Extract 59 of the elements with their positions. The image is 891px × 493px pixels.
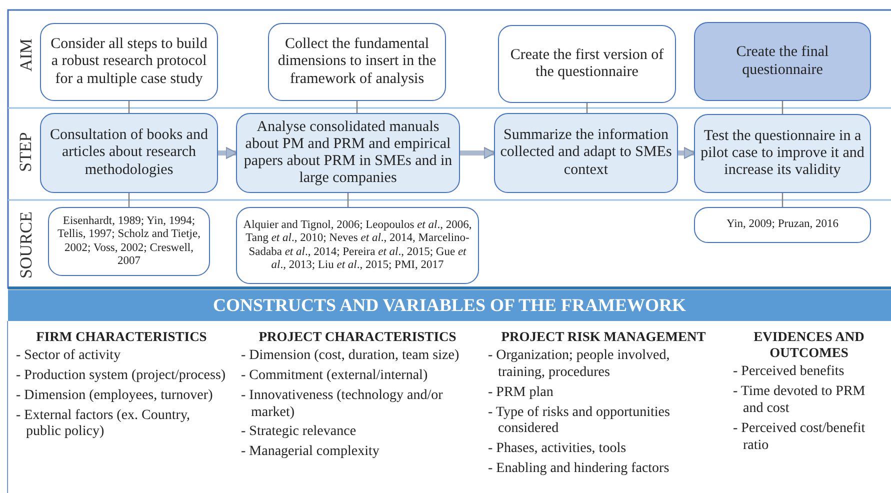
row-label: SOURCE xyxy=(16,211,36,279)
list-item: - Enabling and hindering factors xyxy=(488,460,670,478)
step-box xyxy=(694,114,871,193)
list-item: - Sector of activity xyxy=(16,348,122,365)
box-text: Eisenhardt, 1989; Yin, 1994; Tellis, 1997; Scholz and Tietje, 2002; Voss, 2002; Creswell, 2007 xyxy=(56,215,202,268)
box-text: Create the final questionnaire xyxy=(735,44,830,79)
box-text: Consultation of books and articles about research methodologies xyxy=(49,127,209,179)
list-item: - Managerial complexity xyxy=(241,444,380,461)
connector-line xyxy=(128,101,130,113)
list-item: - Dimension (employees, turnover) xyxy=(16,388,214,405)
box-text: Consider all steps to build a robust research protocol for a multiple case study xyxy=(50,36,208,88)
box-text: Analyse consolidated manuals about PM and PRM and empirical papers about PRM in SMEs and in large companies xyxy=(242,118,454,188)
list-item: - Time devoted to PRM and cost xyxy=(733,384,866,418)
connector-line xyxy=(782,193,784,207)
box-text: Yin, 2009; Pruzan, 2016 xyxy=(726,218,839,232)
header-band xyxy=(8,290,891,321)
list-item: - External factors (ex. Country, public policy) xyxy=(16,408,192,442)
box-text: Collect the fundamental dimensions to insert in the framework of analysis xyxy=(276,36,438,88)
row-label: STEP xyxy=(16,132,36,172)
column-heading: PROJECT CHARACTERISTICS xyxy=(258,329,458,346)
arrow xyxy=(460,146,496,160)
box-text: Alquier and Tignol, 2006; Leopoulos et al., 2006, Tang et al., 2010; Neves et al., 2014, Marcelino-Sadaba et al., 2014; Pereira et al., 2015; Gue et al., 2013; Liu et al., 2015; PMI, 2017 xyxy=(242,219,473,272)
arrow xyxy=(218,146,238,160)
aim-box xyxy=(268,23,446,101)
list-item: - Perceived benefits xyxy=(733,364,846,382)
list-item: - PRM plan xyxy=(488,384,554,402)
connector-line xyxy=(356,101,358,113)
connector-line xyxy=(782,101,784,114)
column-panel xyxy=(8,321,233,493)
section-title: CONSTRUCTS AND VARIABLES OF THE FRAMEWORK xyxy=(213,295,686,316)
connector-line xyxy=(128,193,130,207)
box-text: Summarize the information collected and adapt to SMEs context xyxy=(500,127,672,179)
step-box xyxy=(494,113,678,193)
column-heading: FIRM CHARACTERISTICS xyxy=(35,329,208,346)
connector-line xyxy=(586,103,588,113)
step-box xyxy=(40,113,218,193)
box-text: Test the questionnaire in a pilot case to improve it and increase its validity xyxy=(700,128,865,180)
source-box xyxy=(694,207,871,243)
source-box xyxy=(48,207,210,276)
aim-box xyxy=(498,25,676,103)
list-item: - Innovativeness (technology and/or market) xyxy=(241,388,444,422)
list-item: - Organization; people involved, training, procedures xyxy=(488,348,671,382)
list-item: - Type of risks and opportunities considered xyxy=(488,404,671,438)
row-label: AIM xyxy=(16,38,36,72)
connector-line xyxy=(347,193,349,207)
list-item: - Production system (project/process) xyxy=(16,368,227,385)
list-item: - Phases, activities, tools xyxy=(488,441,628,458)
step-box xyxy=(236,113,460,193)
list-item: - Dimension (cost, duration, team size) xyxy=(241,348,460,365)
list-item: - Commitment (external/internal) xyxy=(241,368,429,385)
source-box xyxy=(236,207,479,284)
aim-box xyxy=(40,23,218,101)
aim-box xyxy=(694,22,871,101)
list-item: - Strategic relevance xyxy=(241,424,358,442)
box-text: Create the first version of the questionnaire xyxy=(509,46,665,82)
list-item: - Perceived cost/benefit ratio xyxy=(733,420,866,454)
column-heading: EVIDENCES AND OUTCOMES xyxy=(752,329,866,362)
arrow xyxy=(678,146,696,160)
column-heading: PROJECT RISK MANAGEMENT xyxy=(500,329,707,346)
